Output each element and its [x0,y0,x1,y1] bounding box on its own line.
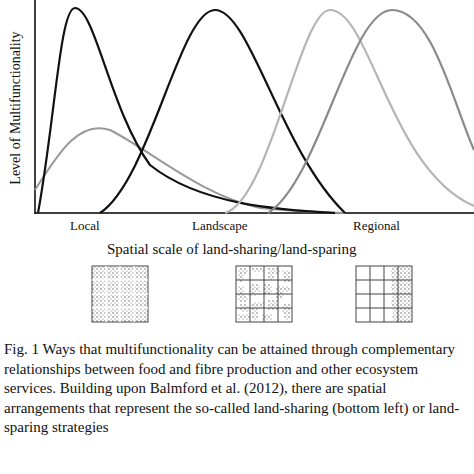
land-sharing-grid [92,266,148,322]
land-sparing-grid [356,266,412,322]
intermediate-grid [236,266,292,322]
tick-label: Regional [353,219,400,234]
y-axis [34,0,36,214]
landscape-curve [100,10,345,213]
regional-curve [268,10,474,213]
tick-label: Local [70,219,100,234]
tick-label: Landscape [192,219,248,234]
axis-title: Level of Multifunctionality [8,31,24,184]
local-curve [38,8,335,213]
grey-tail-curve [35,128,345,213]
figure-caption: Fig. 1 Ways that multifunctionality can … [4,340,470,438]
axis-title: Spatial scale of land-sharing/land-spari… [107,241,357,258]
regional-light-curve [225,10,474,213]
